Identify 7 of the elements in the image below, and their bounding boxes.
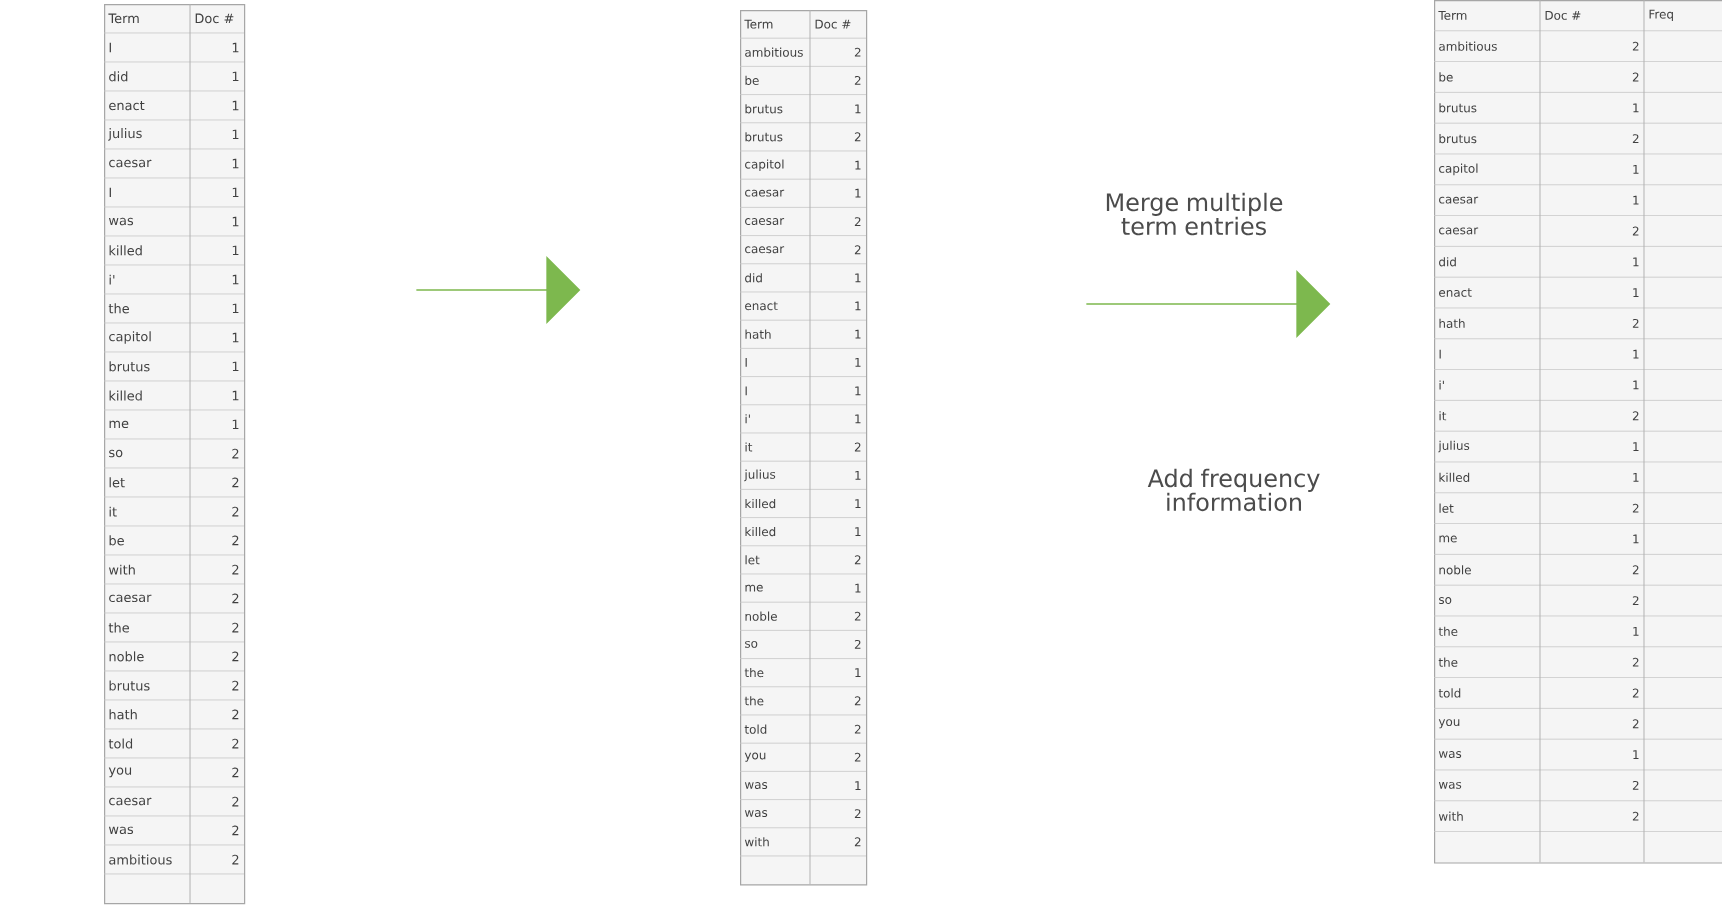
note-text: Add frequency information [1147, 468, 1320, 512]
block-arrow [1086, 269, 1331, 338]
table [104, 4, 246, 905]
table [1434, 0, 1722, 864]
table [740, 10, 868, 886]
block-arrow [416, 255, 581, 324]
note-text: Merge multiple term entries [1106, 192, 1283, 236]
